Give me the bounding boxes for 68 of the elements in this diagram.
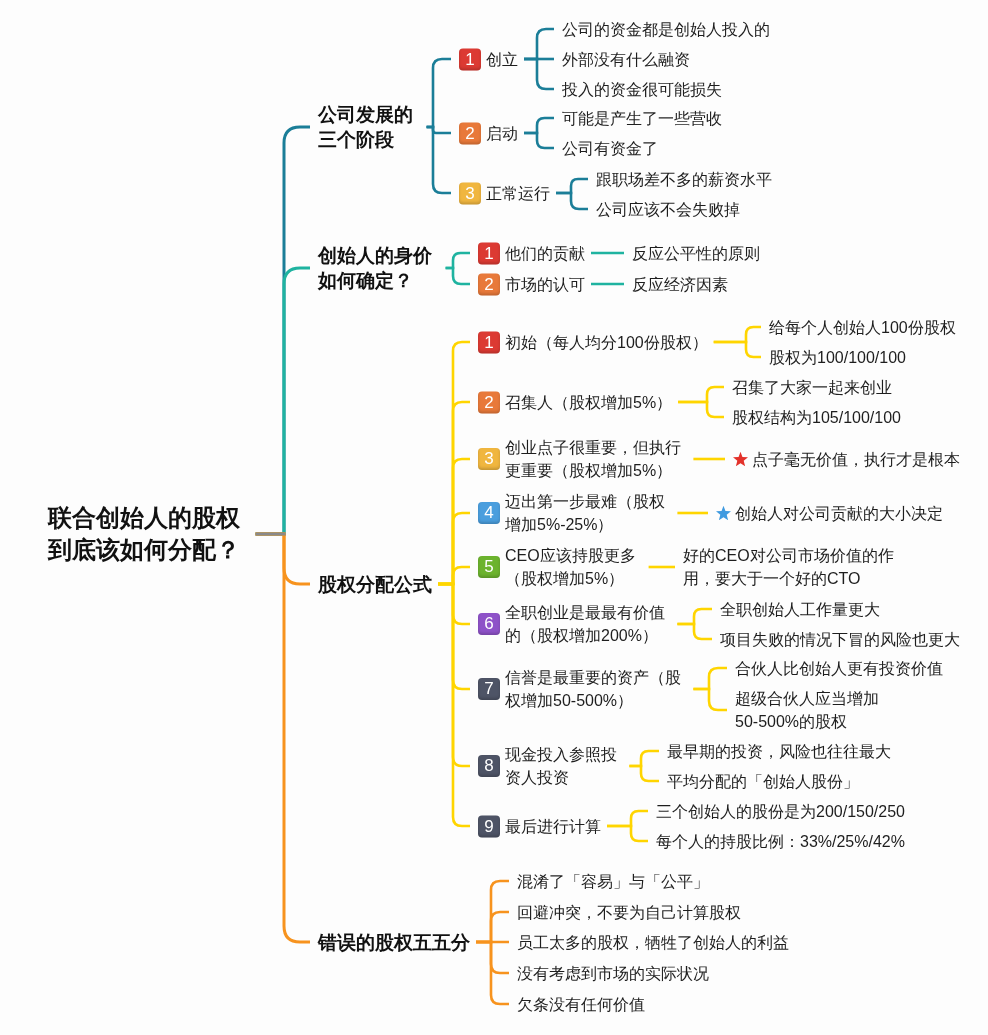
topic-text: 全职创业是最最有价值的（股权增加200%） bbox=[505, 603, 666, 646]
detail-text: 没有考虑到市场的实际状况 bbox=[517, 961, 709, 985]
topic-text: 正常运行 bbox=[486, 183, 550, 204]
detail-text: 好的CEO对公司市场价值的作用，要大于一个好的CTO bbox=[683, 544, 899, 590]
detail-text: 反应经济因素 bbox=[632, 272, 728, 296]
detail-text: 公司有资金了 bbox=[562, 136, 658, 160]
detail-text: 可能是产生了一些营收 bbox=[562, 106, 722, 130]
detail-text: 最早期的投资，风险也往往最大 bbox=[667, 739, 891, 763]
topic-text: 他们的贡献 bbox=[505, 243, 585, 264]
number-badge: 1 bbox=[478, 242, 500, 264]
detail-text: 混淆了「容易」与「公平」 bbox=[517, 869, 709, 893]
detail-text: 外部没有什么融资 bbox=[562, 47, 690, 71]
number-badge: 5 bbox=[478, 556, 500, 578]
main-topic: 公司发展的三个阶段 bbox=[318, 102, 421, 152]
topic-text: 召集人（股权增加5%） bbox=[505, 392, 673, 413]
detail-text: 员工太多的股权，牺牲了创始人的利益 bbox=[517, 930, 789, 954]
main-topic: 创始人的身价如何确定？ bbox=[318, 243, 440, 293]
detail-text: 公司的资金都是创始人投入的 bbox=[562, 17, 770, 41]
number-badge: 1 bbox=[459, 48, 481, 70]
detail-text: 反应公平性的原则 bbox=[632, 241, 760, 265]
connector-line bbox=[713, 340, 761, 359]
topic-text: 创业点子很重要，但执行更重要（股权增加5%） bbox=[505, 438, 682, 481]
detail-text: 给每个人创始人100份股权 bbox=[769, 315, 956, 339]
number-badge: 2 bbox=[478, 391, 500, 413]
number-badge: 8 bbox=[478, 755, 500, 777]
topic-text: 最后进行计算 bbox=[505, 816, 601, 837]
main-topic: 股权分配公式 bbox=[318, 571, 432, 597]
topic-text: 迈出第一步最难（股权增加5%-25%） bbox=[505, 492, 666, 535]
connector-line bbox=[591, 251, 624, 255]
number-badge: 3 bbox=[459, 182, 481, 204]
detail-text: 项目失败的情况下冒的风险也更大 bbox=[720, 627, 960, 651]
connector-line bbox=[677, 511, 708, 515]
detail-text: 股权结构为105/100/100 bbox=[732, 405, 901, 429]
topic-text: 创立 bbox=[486, 49, 518, 70]
central-topic: 联合创始人的股权到底该如何分配？ bbox=[48, 502, 250, 566]
detail-text: 每个人的持股比例：33%/25%/42% bbox=[656, 829, 905, 853]
number-badge: 6 bbox=[478, 613, 500, 635]
detail-text: 公司应该不会失败掉 bbox=[596, 197, 740, 221]
number-badge: 2 bbox=[459, 122, 481, 144]
number-badge: 7 bbox=[478, 678, 500, 700]
detail-text: 超级合伙人应当增加50-500%的股权 bbox=[735, 687, 886, 733]
topic-text: 启动 bbox=[486, 123, 518, 144]
detail-text: 欠条没有任何价值 bbox=[517, 992, 645, 1016]
detail-text: 平均分配的「创始人股份」 bbox=[667, 769, 859, 793]
detail-text: 回避冲突，不要为自己计算股权 bbox=[517, 900, 741, 924]
detail-text: 股权为100/100/100 bbox=[769, 345, 906, 369]
number-badge: 9 bbox=[478, 815, 500, 837]
main-topic: 错误的股权五五分 bbox=[318, 929, 470, 955]
topic-text: 信誉是最重要的资产（股权增加50-500%） bbox=[505, 668, 682, 711]
detail-text: 合伙人比创始人更有投资价值 bbox=[735, 656, 943, 680]
number-badge: 2 bbox=[478, 273, 500, 295]
connector-line bbox=[648, 565, 675, 569]
number-badge: 1 bbox=[478, 331, 500, 353]
topic-text: 初始（每人均分100份股权） bbox=[505, 332, 708, 353]
connector-line bbox=[591, 282, 624, 286]
detail-text: 全职创始人工作量更大 bbox=[720, 597, 880, 621]
detail-text: 创始人对公司贡献的大小决定 bbox=[735, 503, 943, 524]
topic-text: 现金投入参照投资人投资 bbox=[505, 745, 618, 788]
detail-text: 三个创始人的股份是为200/150/250 bbox=[656, 799, 905, 823]
topic-text: 市场的认可 bbox=[505, 274, 585, 295]
detail-text: 投入的资金很可能损失 bbox=[562, 77, 722, 101]
topic-text: CEO应该持股更多（股权增加5%） bbox=[505, 546, 637, 589]
detail-text: 点子毫无价值，执行才是根本 bbox=[752, 449, 960, 470]
connector-line bbox=[693, 457, 725, 461]
number-badge: 4 bbox=[478, 502, 500, 524]
detail-text: 召集了大家一起来创业 bbox=[732, 375, 892, 399]
number-badge: 3 bbox=[478, 448, 500, 470]
detail-text: 跟职场差不多的薪资水平 bbox=[596, 167, 772, 191]
